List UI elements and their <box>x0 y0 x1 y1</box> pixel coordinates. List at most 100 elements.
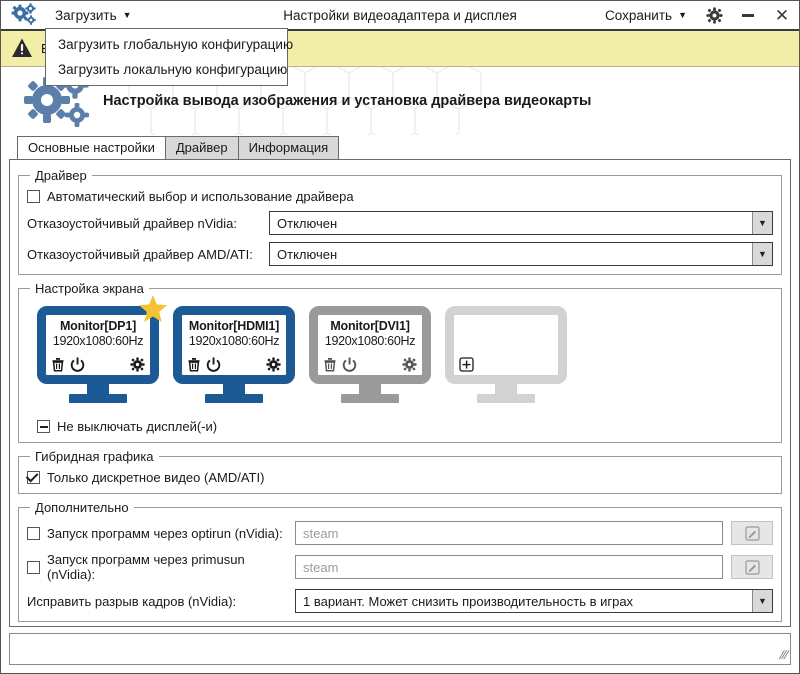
chevron-down-icon: ▼ <box>678 9 687 20</box>
amd-fallback-value: Отключен <box>277 246 338 262</box>
monitor-stand-base <box>477 394 535 403</box>
additional-group-legend: Дополнительно <box>35 500 129 515</box>
monitor-actions <box>323 357 417 372</box>
monitor-card-add[interactable] <box>445 306 567 403</box>
primusrun-label[interactable]: Запуск программ через primusun (nVidia): <box>47 552 245 582</box>
header-title: Настройка вывода изображения и установка… <box>103 93 592 109</box>
title-bar-controls: Сохранить ▼ <box>601 4 793 26</box>
menu-item-load-local[interactable]: Загрузить локальную конфигурацию <box>58 62 288 77</box>
hybrid-graphics-group: Гибридная графика Только дискретное виде… <box>18 449 782 494</box>
save-menu-label: Сохранить <box>604 7 673 23</box>
monitor-screen: Monitor[DP1] 1920x1080:60Hz <box>37 306 159 384</box>
power-icon[interactable] <box>70 357 85 372</box>
minimize-icon <box>742 13 754 17</box>
tab-driver[interactable]: Драйвер <box>164 136 239 159</box>
optirun-input[interactable]: steam <box>295 521 723 545</box>
discrete-only-label[interactable]: Только дискретное видео (AMD/ATI) <box>47 470 265 485</box>
nvidia-fallback-label: Отказоустойчивый драйвер nVidia: <box>27 215 237 231</box>
chevron-down-icon: ▼ <box>752 243 772 265</box>
chevron-down-icon: ▼ <box>752 590 772 612</box>
pencil-box-icon <box>744 525 760 541</box>
auto-driver-row: Автоматический выбор и использование дра… <box>27 189 773 204</box>
primusrun-input[interactable]: steam <box>295 555 723 579</box>
optirun-checkbox[interactable] <box>27 526 40 540</box>
load-menu-label: Загрузить <box>55 7 117 23</box>
hybrid-graphics-legend: Гибридная графика <box>35 449 154 464</box>
minimize-button[interactable] <box>737 4 759 26</box>
nvidia-fallback-row: Отказоустойчивый драйвер nVidia: Отключе… <box>27 211 773 235</box>
monitor-card-hdmi1[interactable]: Monitor[HDMI1] 1920x1080:60Hz <box>173 306 295 403</box>
gear-icon[interactable] <box>130 357 145 372</box>
screen-settings-legend: Настройка экрана <box>35 281 144 296</box>
optirun-edit-button[interactable] <box>731 521 773 545</box>
tab-information[interactable]: Информация <box>237 136 340 159</box>
tab-main-settings[interactable]: Основные настройки <box>17 136 166 159</box>
trash-icon[interactable] <box>187 357 201 372</box>
monitor-stand-neck <box>359 384 381 394</box>
nvidia-fallback-select[interactable]: Отключен ▼ <box>269 211 773 235</box>
monitor-actions <box>187 357 281 372</box>
tearfree-select[interactable]: 1 вариант. Может снизить производительно… <box>295 589 773 613</box>
monitor-screen: Monitor[DVI1] 1920x1080:60Hz <box>309 306 431 384</box>
tab-content-main-settings: Драйвер Автоматический выбор и использов… <box>9 159 791 627</box>
status-bar: /// <box>9 633 791 665</box>
gear-icon <box>705 6 723 24</box>
keep-display-on-checkbox[interactable] <box>37 420 50 433</box>
warning-triangle-icon <box>11 37 33 61</box>
plus-box-icon[interactable] <box>459 357 474 372</box>
optirun-label[interactable]: Запуск программ через optirun (nVidia): <box>47 525 283 541</box>
load-dropdown-menu[interactable]: Загрузить глобальную конфигурацию Загруз… <box>45 28 294 86</box>
monitor-card-dvi1[interactable]: Monitor[DVI1] 1920x1080:60Hz <box>309 306 431 403</box>
monitor-screen: Monitor[HDMI1] 1920x1080:60Hz <box>173 306 295 384</box>
monitor-name: Monitor[DP1] <box>59 319 137 333</box>
monitor-card-dp1[interactable]: Monitor[DP1] 1920x1080:60Hz <box>37 295 167 403</box>
resize-grip[interactable]: /// <box>777 648 790 662</box>
discrete-only-checkbox[interactable] <box>27 471 40 484</box>
tearfree-value: 1 вариант. Может снизить производительно… <box>303 593 634 609</box>
power-icon[interactable] <box>206 357 221 372</box>
primusrun-row: Запуск программ через primusun (nVidia):… <box>27 552 773 582</box>
screen-settings-group: Настройка экрана Monitor[DP1] 1920x1080:… <box>18 281 782 443</box>
discrete-only-row: Только дискретное видео (AMD/ATI) <box>27 470 773 485</box>
chevron-down-icon: ▼ <box>752 212 772 234</box>
chevron-down-icon: ▼ <box>122 9 132 20</box>
close-button[interactable]: ✕ <box>771 4 793 26</box>
monitor-resolution: 1920x1080:60Hz <box>324 334 416 348</box>
amd-fallback-select[interactable]: Отключен ▼ <box>269 242 773 266</box>
star-icon <box>138 294 168 327</box>
monitor-name: Monitor[HDMI1] <box>188 319 280 333</box>
driver-group: Драйвер Автоматический выбор и использов… <box>18 168 782 275</box>
optirun-row: Запуск программ через optirun (nVidia): … <box>27 521 773 545</box>
auto-driver-label[interactable]: Автоматический выбор и использование дра… <box>47 189 354 204</box>
title-bar: Загрузить ▼ Настройки видеоадаптера и ди… <box>1 1 799 31</box>
primusrun-edit-button[interactable] <box>731 555 773 579</box>
monitor-screen <box>445 306 567 384</box>
monitor-stand-base <box>341 394 399 403</box>
menu-item-load-global[interactable]: Загрузить глобальную конфигурацию <box>58 37 294 52</box>
monitor-list: Monitor[DP1] 1920x1080:60Hz <box>27 295 773 405</box>
monitor-stand-neck <box>223 384 245 394</box>
monitor-actions <box>459 357 553 372</box>
trash-icon[interactable] <box>51 357 65 372</box>
additional-group: Дополнительно Запуск программ через opti… <box>18 500 782 622</box>
gear-icon[interactable] <box>402 357 417 372</box>
save-menu-button[interactable]: Сохранить ▼ <box>601 6 691 25</box>
primusrun-checkbox[interactable] <box>27 560 40 574</box>
monitor-stand-base <box>69 394 127 403</box>
auto-driver-checkbox[interactable] <box>27 190 40 203</box>
power-icon[interactable] <box>342 357 357 372</box>
gear-icon[interactable] <box>266 357 281 372</box>
monitor-resolution: 1920x1080:60Hz <box>52 334 144 348</box>
monitor-stand-neck <box>87 384 109 394</box>
monitor-resolution: 1920x1080:60Hz <box>188 334 280 348</box>
tearfree-row: Исправить разрыв кадров (nVidia): 1 вари… <box>27 589 773 613</box>
load-menu-button[interactable]: Загрузить ▼ <box>51 6 136 25</box>
keep-display-on-label[interactable]: Не выключать дисплей(-и) <box>57 419 218 434</box>
monitor-stand-neck <box>495 384 517 394</box>
monitor-actions <box>51 357 145 372</box>
monitor-stand-base <box>205 394 263 403</box>
trash-icon[interactable] <box>323 357 337 372</box>
settings-gear-button[interactable] <box>703 4 725 26</box>
driver-group-legend: Драйвер <box>35 168 87 183</box>
